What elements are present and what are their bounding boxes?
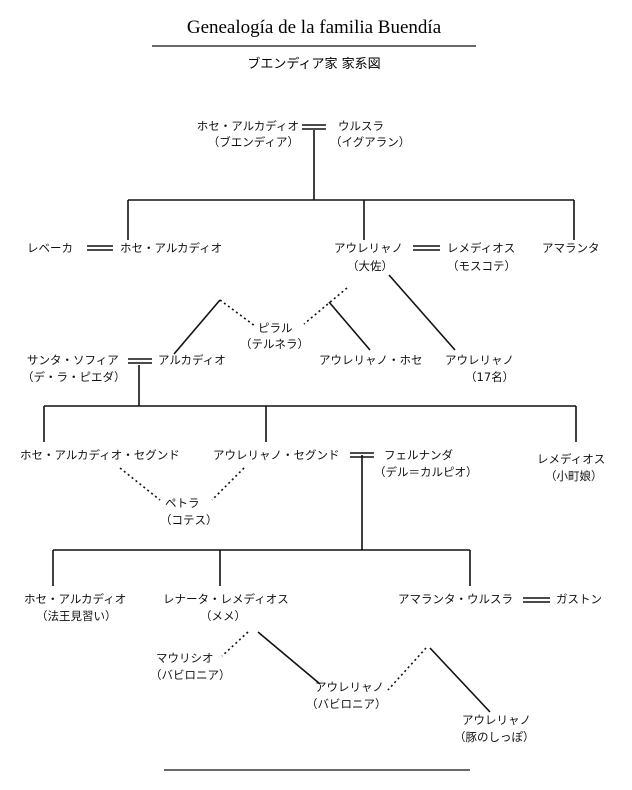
- person-mauricio-name: マウリシオ: [156, 651, 214, 665]
- person-jose-arcadio-segundo-name: ホセ・アルカディオ・セグンド: [20, 448, 180, 462]
- relation-dotted-segundo-petra: [119, 467, 161, 501]
- person-renata-remedios-note: （メメ）: [200, 609, 246, 623]
- person-jose-arcadio-founder-note: （ブエンディア）: [208, 135, 299, 149]
- person-aureliano-17-note: （17名）: [465, 370, 514, 384]
- person-jose-arcadio-2-name: ホセ・アルカディオ: [120, 241, 222, 255]
- person-santa-sofia-name: サンタ・ソフィア: [27, 353, 119, 367]
- person-remedios-beauty-name: レメディオス: [537, 452, 605, 466]
- person-ursula-note: （イグアラン）: [330, 135, 410, 149]
- person-amaranta-name: アマランタ: [542, 241, 600, 255]
- relation-dotted-aureliano-pilar: [303, 287, 348, 325]
- relation-dotted-aureliano-amaranta: [387, 647, 427, 691]
- person-pilar-name: ピラル: [258, 321, 293, 335]
- diagram-title: Genealogía de la familia Buendía: [187, 17, 442, 38]
- relation-dotted-meme-mauricio: [221, 631, 249, 657]
- person-remedios-beauty-note: （小町娘）: [545, 469, 603, 483]
- person-aureliano-colonel-name: アウレリャノ: [334, 241, 403, 255]
- person-gaston-name: ガストン: [556, 592, 602, 606]
- person-aureliano-jose-name: アウレリャノ・ホセ: [319, 353, 423, 367]
- descent-arcadio-line: [173, 299, 221, 355]
- person-rebeca-name: レベーカ: [27, 241, 73, 255]
- person-aureliano-pigtail-name: アウレリャノ: [462, 713, 531, 727]
- diagram-subtitle: ブエンディア家 家系図: [247, 56, 380, 72]
- person-aureliano-babilonia-name: アウレリャノ: [315, 680, 384, 694]
- person-mauricio-note: （バビロニア）: [150, 668, 231, 682]
- person-aureliano-colonel-note: （大佐）: [347, 259, 393, 273]
- person-santa-sofia-note: （デ・ラ・ピエダ）: [22, 370, 126, 384]
- person-arcadio-name: アルカディオ: [158, 353, 226, 367]
- person-fernanda-name: フェルナンダ: [384, 448, 453, 462]
- relation-dotted-jose-pilar: [219, 299, 256, 327]
- descent-aureliano-babilonia-line: [257, 631, 321, 685]
- person-aureliano-babilonia-note: （バビロニア）: [306, 697, 387, 711]
- person-jose-arcadio-3-name: ホセ・アルカディオ: [24, 592, 126, 606]
- person-aureliano-segundo-name: アウレリャノ・セグンド: [213, 448, 340, 462]
- person-jose-arcadio-founder-name: ホセ・アルカディオ: [197, 119, 299, 133]
- relation-dotted-aureliano-segundo-petra: [211, 467, 245, 501]
- person-jose-arcadio-3-note: （法王見習い）: [36, 609, 117, 623]
- person-fernanda-note: （デル＝カルピオ）: [374, 465, 478, 479]
- person-remedios-moscote-name: レメディオス: [447, 241, 515, 255]
- person-pilar-note: （テルネラ）: [240, 337, 309, 351]
- person-petra-name: ペトラ: [165, 496, 200, 510]
- descent-aureliano-pigtail-line: [429, 647, 491, 713]
- person-renata-remedios-name: レナータ・レメディオス: [163, 592, 289, 606]
- person-amaranta-ursula-name: アマランタ・ウルスラ: [398, 592, 513, 606]
- person-remedios-moscote-note: （モスコテ）: [447, 259, 516, 273]
- person-aureliano-17-name: アウレリャノ: [445, 353, 514, 367]
- descent-aureliano-jose-line: [328, 301, 371, 351]
- person-ursula-name: ウルスラ: [338, 119, 384, 133]
- descent-aureliano-17-line: [388, 274, 456, 351]
- person-aureliano-pigtail-note: （豚のしっぽ）: [454, 730, 535, 744]
- person-petra-note: （コテス）: [160, 513, 218, 527]
